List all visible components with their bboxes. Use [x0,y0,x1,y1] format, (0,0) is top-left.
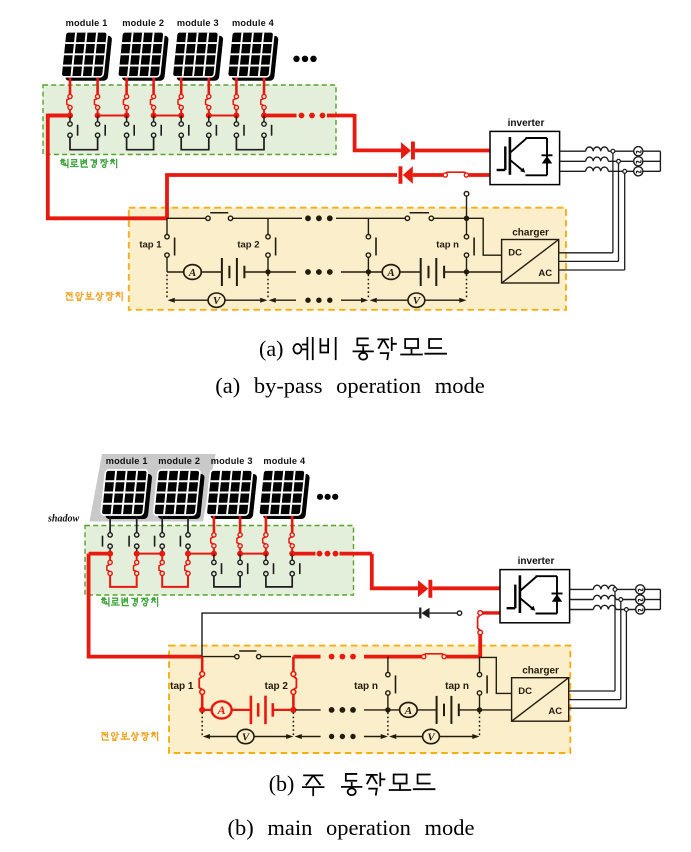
svg-text:AC: AC [538,268,552,279]
svg-text:(a): (a) [259,336,283,361]
svg-text:DC: DC [508,248,522,259]
svg-text:V: V [213,295,222,307]
svg-text:module 3: module 3 [211,456,253,466]
svg-text:module 2: module 2 [158,456,200,466]
svg-text:module 1: module 1 [106,456,148,466]
svg-text:(b) main operation mode: (b) main operation mode [227,815,474,840]
svg-text:A: A [386,267,394,279]
svg-text:shadow: shadow [47,513,79,524]
svg-text:module 1: module 1 [66,18,108,28]
svg-text:AC: AC [548,706,562,717]
svg-text:V: V [413,295,422,307]
svg-text:A: A [404,705,412,717]
svg-text:inverter: inverter [508,118,545,129]
svg-text:tap 2: tap 2 [265,681,289,692]
svg-text:A: A [188,267,196,279]
svg-text:module 4: module 4 [263,456,306,466]
svg-text:(a) by-pass operation mode: (a) by-pass operation mode [215,373,485,398]
svg-text:tap n: tap n [445,681,469,692]
svg-text:DC: DC [518,686,532,697]
svg-text:(b): (b) [269,771,295,796]
svg-text:charger: charger [522,666,559,677]
svg-text:A: A [217,703,226,717]
svg-text:module 3: module 3 [177,18,219,28]
svg-text:charger: charger [512,228,549,239]
svg-text:tap 2: tap 2 [237,239,259,250]
svg-text:module 4: module 4 [232,18,275,28]
svg-text:inverter: inverter [518,556,555,567]
svg-text:tap n: tap n [354,681,378,692]
svg-text:tap n: tap n [436,239,459,250]
svg-text:module 2: module 2 [122,18,164,28]
svg-text:tap 1: tap 1 [139,239,162,250]
svg-text:V: V [242,731,251,743]
svg-text:tap 1: tap 1 [170,681,194,692]
svg-text:V: V [427,731,436,743]
